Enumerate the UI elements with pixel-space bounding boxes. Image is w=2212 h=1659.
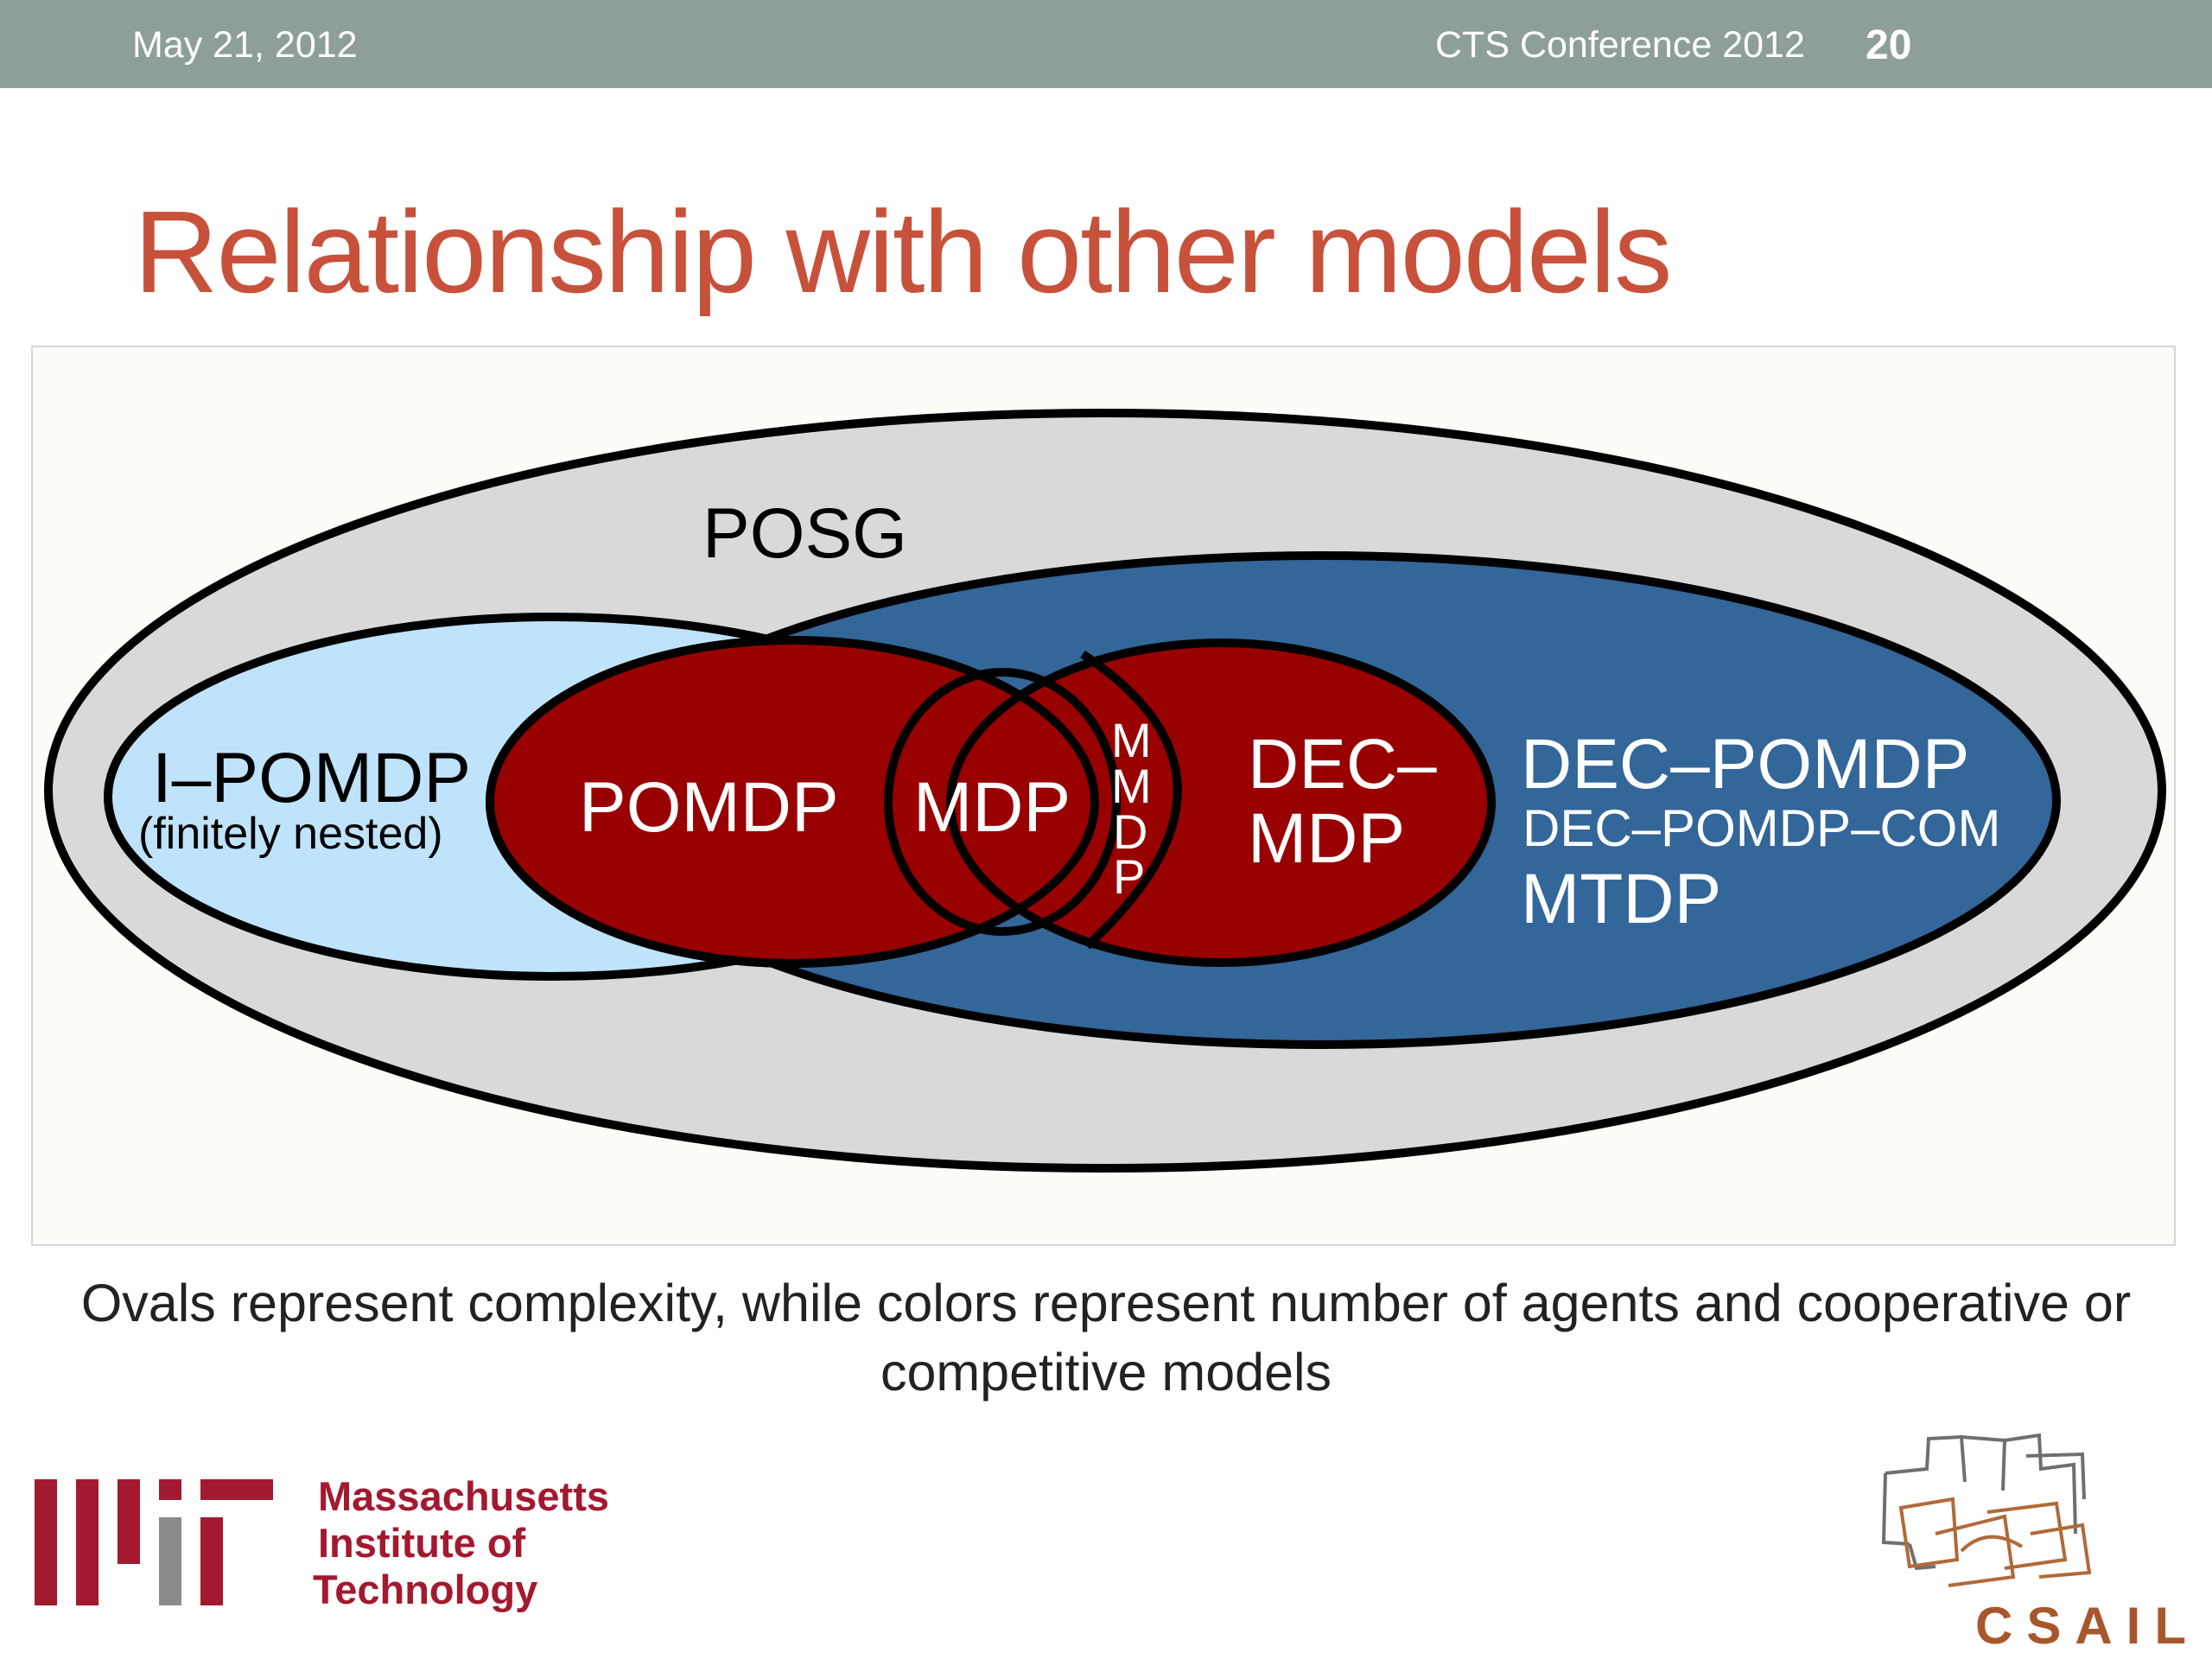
- mit-line-2: Institute of: [318, 1520, 526, 1566]
- slide-title: Relationship with other models: [134, 187, 1672, 317]
- mit-wordmark: Massachusetts Institute of Technology: [313, 1473, 609, 1613]
- mit-logo-mark: [35, 1479, 273, 1605]
- dec-mdp-label-line1: DEC–: [1248, 725, 1437, 804]
- mmdp-boundary: [1080, 650, 1182, 950]
- caption-line-1: Ovals represent complexity, while colors…: [80, 1274, 2132, 1332]
- header-date: May 21, 2012: [132, 24, 358, 66]
- mmdp-letter-2: M: [1111, 759, 1152, 813]
- mit-line-3: Technology: [313, 1567, 538, 1612]
- pomdp-label: POMDP: [579, 768, 839, 847]
- caption: Ovals represent complexity, while colors…: [26, 1268, 2186, 1407]
- page-number: 20: [1866, 22, 1912, 68]
- mmdp-letter-3: D: [1113, 804, 1147, 859]
- mtdp-label: MTDP: [1521, 860, 1721, 938]
- header-bar: May 21, 2012 CTS Conference 2012 20: [0, 0, 2212, 88]
- header-conference: CTS Conference 2012: [1435, 24, 1805, 66]
- mdp-label: MDP: [913, 768, 1071, 847]
- i-pomdp-note: (finitely nested): [138, 809, 443, 859]
- dec-pomdp-label: DEC–POMDP: [1521, 725, 1969, 804]
- mdp-oval: [884, 668, 1121, 936]
- mit-line-1: Massachusetts: [318, 1473, 609, 1519]
- dec-mdp-label-line2: MDP: [1248, 799, 1405, 878]
- pomdp-outline: [486, 636, 1099, 968]
- mmdp-letter-1: M: [1111, 713, 1152, 767]
- dec-mdp-oval: [946, 639, 1496, 967]
- dec-pomdp-com-label: DEC–POMDP–COM: [1522, 799, 2000, 857]
- i-pomdp-label: I–POMDP: [152, 739, 471, 817]
- posg-label: POSG: [702, 494, 907, 573]
- csail-logo-mark: [1881, 1433, 2092, 1587]
- csail-wordmark: CSAIL: [1975, 1597, 2200, 1655]
- mmdp-letter-4: P: [1113, 849, 1145, 904]
- caption-line-2: competitive models: [880, 1343, 1332, 1402]
